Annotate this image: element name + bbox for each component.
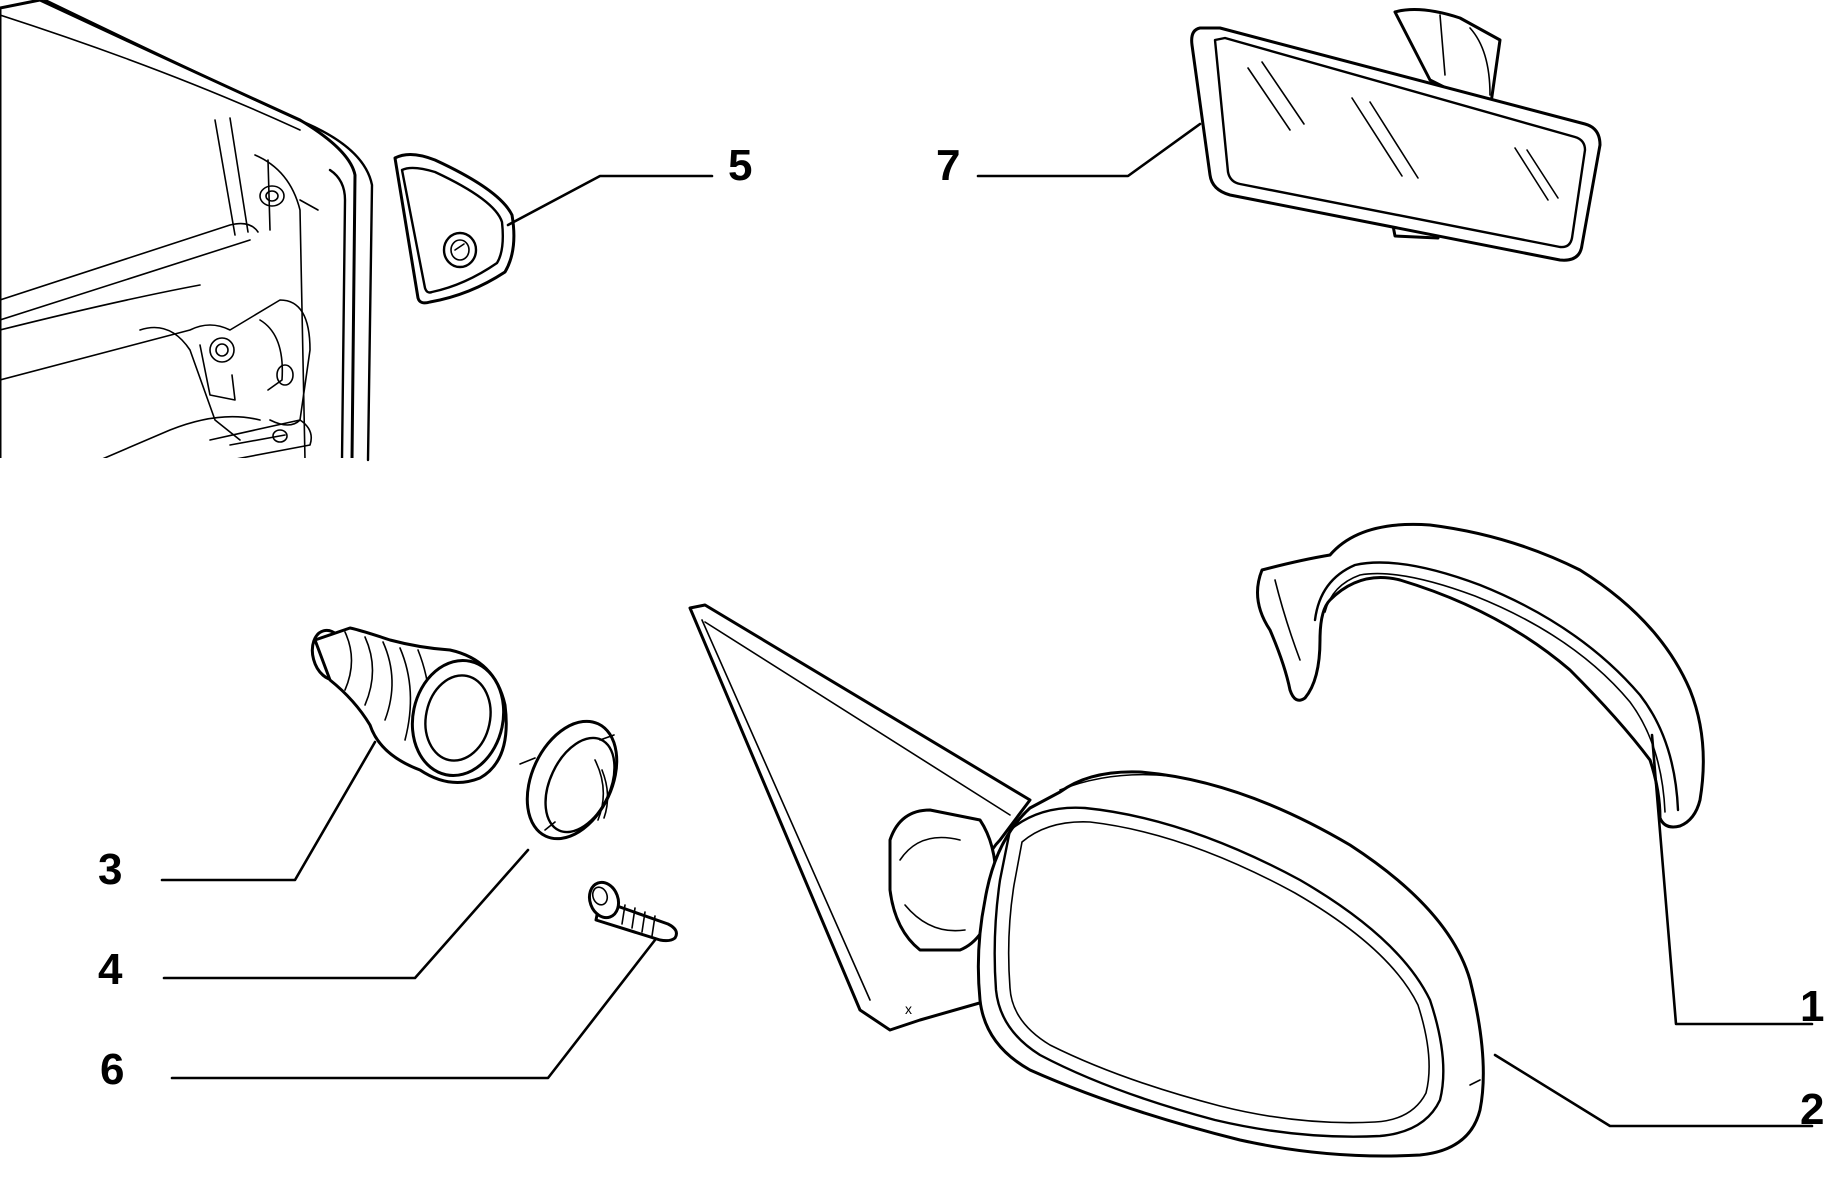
part-2-exterior-mirror: x (688, 603, 1485, 1158)
x-mark: x (905, 1001, 912, 1017)
part-1-mirror-cover (1256, 522, 1705, 829)
leader-2 (1493, 1053, 1814, 1128)
callout-5: 5 (728, 141, 752, 190)
part-5-mirror-mount-plate (393, 153, 516, 305)
part-7-interior-mirror (1190, 8, 1602, 262)
door-frame (0, 0, 374, 464)
callout-7: 7 (936, 141, 960, 190)
callout-1: 1 (1800, 982, 1824, 1031)
leader-6 (170, 938, 657, 1080)
part-3-rubber-boot (310, 626, 508, 784)
leader-3 (160, 740, 377, 882)
leader-4 (162, 848, 530, 980)
callout-6: 6 (100, 1045, 124, 1094)
leader-5 (506, 174, 714, 227)
callout-2: 2 (1800, 1085, 1824, 1134)
part-6-screw (587, 880, 678, 943)
part-4-retaining-ring (519, 719, 619, 841)
leader-1 (1650, 733, 1814, 1026)
leader-lines (160, 122, 1814, 1128)
leader-7 (976, 122, 1202, 178)
callout-3: 3 (98, 845, 122, 894)
callout-4: 4 (98, 945, 123, 994)
callout-labels: 5 7 3 4 6 1 2 (98, 141, 1824, 1134)
